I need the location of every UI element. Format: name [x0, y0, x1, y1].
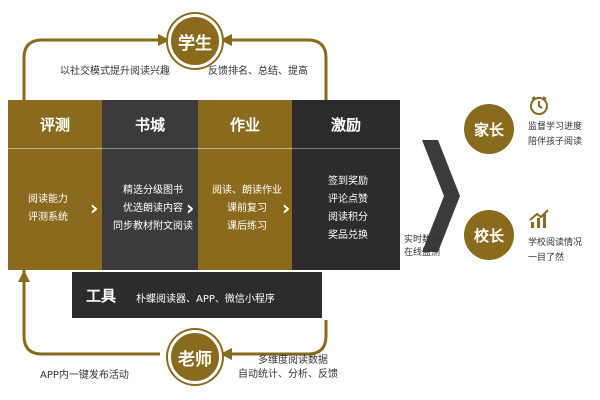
divider — [198, 148, 292, 149]
column-incentive-header: 激励 — [330, 115, 361, 134]
list-item: 阅读、朗读作业 — [212, 185, 282, 196]
list-item: 优选朗读内容 — [123, 203, 183, 214]
principal-text: 学校阅读情况 一目了然 — [528, 236, 582, 266]
text-line: 自动统计、分析、反馈 — [238, 369, 338, 380]
column-incentive-body: 签到奖励 评论点赞 阅读积分 奖品兑换 — [298, 148, 398, 270]
divider — [102, 148, 198, 149]
column-homework-bg — [198, 100, 292, 270]
text-line: 学校阅读情况 — [528, 238, 583, 248]
list-item: 同步教材附文阅读 — [113, 221, 193, 232]
student-circle: 学生 — [168, 14, 222, 68]
list-item: 阅读能力 — [28, 194, 68, 205]
parents-text: 监督学习进度 陪伴孩子阅读 — [528, 120, 582, 150]
top-right-text: 反馈排名、总结、提高 — [208, 66, 308, 77]
column-assessment-body: 阅读能力 评测系统 — [28, 148, 98, 270]
list-item: 课前复习 — [227, 203, 267, 214]
tools-items: 朴蝶阅读器、APP、微信小程序 — [136, 294, 275, 305]
column-incentive-bg — [292, 100, 400, 270]
list-item: 评论点赞 — [328, 194, 368, 205]
column-assessment-bg — [8, 100, 102, 270]
principal-circle: 校长 — [464, 210, 514, 260]
text-line: 陪伴孩子阅读 — [528, 137, 583, 147]
chevron-right-icon: › — [90, 196, 99, 220]
column-homework-header: 作业 — [229, 115, 260, 134]
parents-circle: 家长 — [464, 104, 514, 154]
big-chevron-icon — [422, 140, 460, 252]
text-line: 监督学习进度 — [528, 122, 583, 132]
student-label: 学生 — [178, 33, 212, 54]
chevron-right-icon: › — [282, 196, 291, 220]
column-bookstore-body: 精选分级图书 优选朗读内容 同步教材附文阅读 — [108, 148, 198, 270]
parents-label: 家长 — [473, 120, 504, 139]
text-line: 实时数据 — [404, 235, 441, 245]
top-left-text: 以社交模式提升阅读兴趣 — [60, 66, 170, 77]
list-item: 阅读积分 — [328, 212, 368, 223]
chevron-right-icon: › — [186, 196, 195, 220]
tools-bar — [72, 272, 322, 318]
text-line: 在线监测 — [404, 248, 441, 258]
divider — [8, 148, 102, 149]
list-item: 签到奖励 — [328, 176, 368, 187]
list-item: 课后练习 — [227, 221, 267, 232]
column-assessment-header: 评测 — [39, 115, 70, 134]
teacher-label: 老师 — [178, 349, 212, 370]
realtime-label: 实时数据 在线监测 — [404, 234, 440, 260]
column-bookstore-header: 书城 — [134, 115, 165, 134]
text-line: 一目了然 — [528, 253, 565, 263]
teacher-circle: 老师 — [168, 330, 222, 384]
text-line: 多维度阅读数据 — [258, 355, 328, 366]
list-item: 评测系统 — [28, 212, 68, 223]
column-homework-body: 阅读、朗读作业 课前复习 课后练习 — [204, 148, 290, 270]
principal-label: 校长 — [473, 226, 504, 245]
tools-label: 工具 — [86, 287, 117, 305]
clock-icon — [530, 96, 548, 115]
divider — [292, 148, 400, 149]
growth-chart-icon — [529, 209, 549, 228]
bottom-right-text: 多维度阅读数据 自动统计、分析、反馈 — [238, 354, 338, 382]
list-item: 奖品兑换 — [328, 230, 368, 241]
bottom-left-text: APP内一键发布活动 — [40, 370, 129, 381]
list-item: 精选分级图书 — [123, 185, 183, 196]
